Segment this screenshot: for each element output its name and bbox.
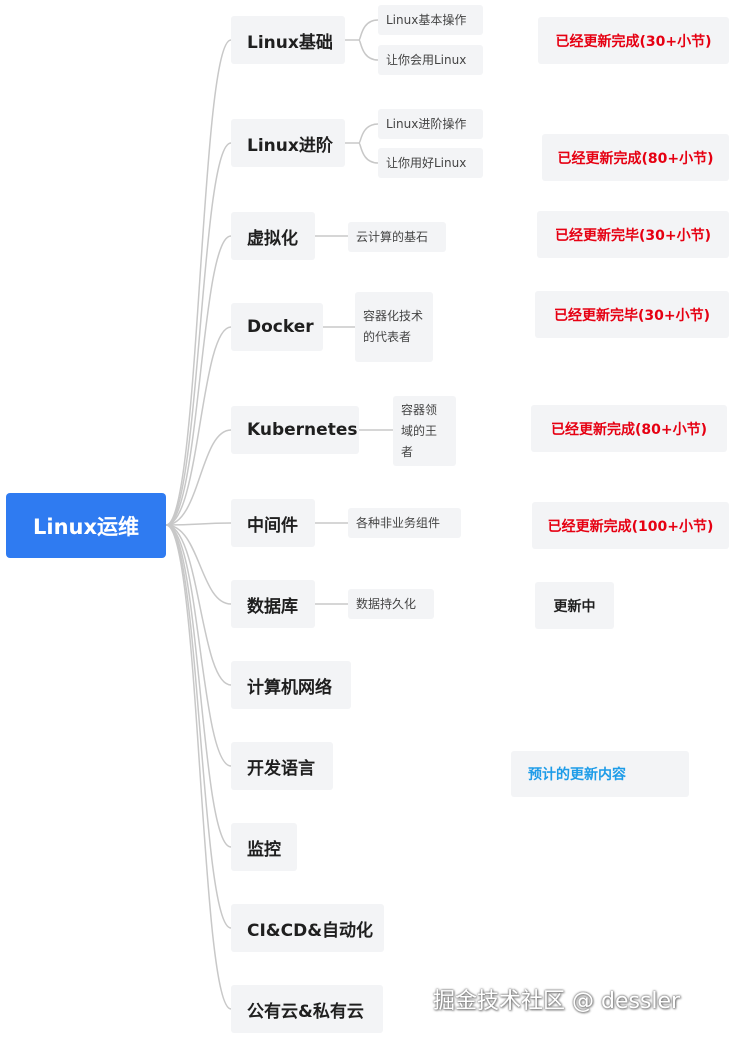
branch-programming-languages[interactable]: 开发语言 [231,742,333,790]
branch-label: 计算机网络 [247,677,332,698]
status-label: 预计的更新内容 [528,767,626,783]
status-database: 更新中 [535,582,614,629]
leaf-label: 让你会用Linux [386,52,467,67]
root-label: Linux运维 [32,514,140,539]
status-programming-languages: 预计的更新内容 [511,751,689,797]
leaf-label: 让你用好Linux [386,155,467,170]
leaf-label: 各种非业务组件 [356,515,441,530]
status-label: 更新中 [553,598,596,615]
root-branch-connector-3 [165,326,232,526]
fork-connector-linux-advanced [345,123,379,164]
root-branch-connector-2 [165,235,232,526]
root-branch-connector-8 [165,524,232,767]
status-middleware: 已经更新完成(100+小节) [532,502,729,549]
branch-label: 虚拟化 [247,228,298,249]
branch-public-private-cloud[interactable]: 公有云&私有云 [231,985,383,1033]
branch-linux-advanced[interactable]: Linux进阶 [231,119,345,167]
branch-label: Docker [247,317,314,337]
root-branch-connector-11 [165,524,232,1010]
status-linux-advanced: 已经更新完成(80+小节) [542,134,729,181]
root-branch-connector-7 [165,524,232,686]
branch-computer-network[interactable]: 计算机网络 [231,661,351,709]
branch-monitoring[interactable]: 监控 [231,823,297,871]
branch-virtualization[interactable]: 虚拟化 [231,212,315,260]
leaf-linux-advanced-ops[interactable]: Linux进阶操作 [378,109,483,139]
status-label: 已经更新完成(100+小节) [547,518,714,535]
leaf-cloud-foundation[interactable]: 云计算的基石 [348,222,446,252]
status-label: 已经更新完成(30+小节) [555,33,712,50]
status-label: 已经更新完成(80+小节) [550,421,707,438]
branch-label: 公有云&私有云 [247,1001,364,1022]
status-kubernetes: 已经更新完成(80+小节) [531,405,727,452]
status-label: 已经更新完毕(30+小节) [553,307,710,324]
status-linux-basics: 已经更新完成(30+小节) [538,17,729,64]
branch-middleware[interactable]: 中间件 [231,499,315,547]
branch-cicd-automation[interactable]: CI&CD&自动化 [231,904,384,952]
branch-database[interactable]: 数据库 [231,580,315,628]
root-node-linux-ops[interactable]: Linux运维 [6,493,166,558]
branch-label: 数据库 [247,596,298,617]
fork-connector-linux-basics [345,19,379,61]
leaf-non-business-components[interactable]: 各种非业务组件 [348,508,461,538]
leaf-label: 容器领域的王者 [401,402,438,459]
branch-label: Linux基础 [247,32,333,53]
status-docker: 已经更新完毕(30+小节) [535,291,729,338]
leaf-label: 容器化技术的代表者 [363,309,424,344]
leaf-learn-to-use-linux[interactable]: 让你会用Linux [378,45,483,75]
leaf-label: 云计算的基石 [356,229,429,244]
leaf-container-king[interactable]: 容器领域的王者 [393,396,456,466]
branch-label: 开发语言 [247,758,315,779]
branch-label: Kubernetes [247,420,358,440]
root-branch-connector-6 [165,524,232,605]
leaf-label: 数据持久化 [356,596,417,611]
leaf-label: Linux基本操作 [386,12,467,27]
root-branch-connector-1 [165,142,232,526]
branch-kubernetes[interactable]: Kubernetes [231,406,359,454]
branch-docker[interactable]: Docker [231,303,323,351]
root-branch-connector-9 [165,524,232,848]
status-label: 已经更新完成(80+小节) [557,150,714,167]
status-virtualization: 已经更新完毕(30+小节) [537,211,729,258]
branch-linux-basics[interactable]: Linux基础 [231,16,345,64]
branch-label: CI&CD&自动化 [247,920,374,941]
root-branch-connector-4 [165,429,232,526]
root-branch-connector-5 [165,522,232,526]
leaf-use-linux-well[interactable]: 让你用好Linux [378,148,483,178]
branch-label: 中间件 [247,515,298,536]
root-branch-connector-0 [165,39,232,526]
leaf-linux-basic-ops[interactable]: Linux基本操作 [378,5,483,35]
leaf-label: Linux进阶操作 [386,116,467,131]
leaf-containerization[interactable]: 容器化技术的代表者 [355,292,433,362]
branch-label: Linux进阶 [247,135,333,156]
branch-label: 监控 [247,839,281,860]
root-branch-connector-10 [165,524,232,929]
watermark: 掘金技术社区 @ dessler [433,989,681,1014]
status-label: 已经更新完毕(30+小节) [554,227,711,244]
leaf-data-persistence[interactable]: 数据持久化 [348,589,434,619]
